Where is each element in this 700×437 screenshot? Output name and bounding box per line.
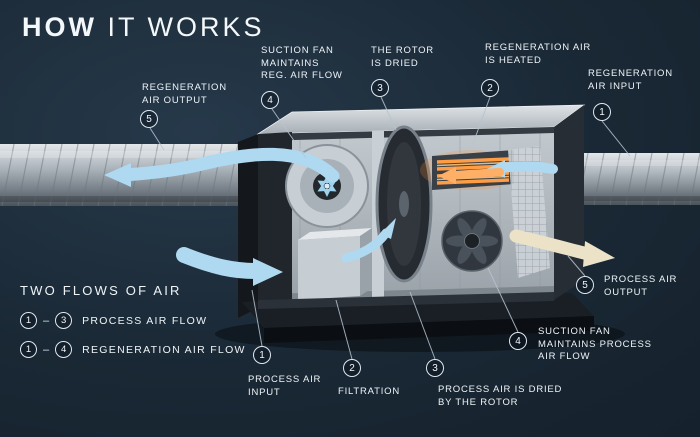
legend-dash: – — [43, 314, 50, 327]
callout-label-suction-fan-reg: SUCTION FAN MAINTAINS REG. AIR FLOW — [261, 45, 343, 81]
legend-row-process-flow: 1 – 3 PROCESS AIR FLOW — [20, 312, 246, 329]
filter-box-graphic — [298, 228, 372, 300]
heater-flow-arrow — [438, 167, 504, 184]
process-input-arrow — [176, 247, 283, 286]
callout-label-regen-heated: REGENERATION AIR IS HEATED — [485, 42, 592, 66]
legend-badge-start: 1 — [20, 341, 37, 358]
callout-label-regen-output: REGENERATION AIR OUTPUT — [142, 82, 227, 106]
step-badge-regen-output: 5 — [140, 110, 158, 128]
title-rest: IT WORKS — [96, 12, 265, 42]
page-title: HOW IT WORKS — [22, 12, 265, 43]
step-badge-regen-heated: 2 — [481, 79, 499, 97]
rotor-graphic — [375, 125, 433, 283]
airflow-arrows — [104, 147, 615, 286]
legend-badge-end: 4 — [55, 341, 73, 358]
front-bottom-band — [258, 292, 554, 309]
callout-label-filtration: FILTRATION — [338, 386, 401, 397]
process-output-arrow — [509, 229, 615, 267]
legend: TWO FLOWS OF AIR 1 – 3 PROCESS AIR FLOW … — [20, 283, 246, 358]
legend-dash: – — [43, 343, 50, 356]
callout-label-regen-input: REGENERATION AIR INPUT — [588, 68, 673, 92]
legend-label-regeneration: REGENERATION AIR FLOW — [82, 343, 246, 356]
step-badge-process-input: 1 — [253, 346, 271, 364]
step-badge-rotor-dried: 3 — [371, 79, 389, 97]
leader-lines — [149, 96, 631, 360]
process-fan-graphic — [441, 210, 503, 272]
callout-label-suction-fan-process: SUCTION FAN MAINTAINS PROCESS AIR FLOW — [538, 326, 652, 362]
legend-badge-start: 1 — [20, 312, 37, 329]
callout-label-rotor-dried: THE ROTOR IS DRIED — [371, 45, 434, 69]
callout-label-process-output: PROCESS AIR OUTPUT — [604, 274, 678, 298]
title-bold: HOW — [22, 12, 97, 42]
callout-label-process-input: PROCESS AIR INPUT — [248, 374, 322, 398]
step-badge-filtration: 2 — [343, 359, 361, 377]
callout-label-process-dried: PROCESS AIR IS DRIED BY THE ROTOR — [438, 384, 563, 408]
step-badge-process-output: 5 — [576, 276, 594, 294]
step-badge-regen-input: 1 — [593, 103, 611, 121]
legend-badge-end: 3 — [55, 312, 73, 329]
rotor-feed-arrow — [341, 218, 396, 263]
step-badge-suction-fan-reg: 4 — [261, 91, 279, 109]
step-badge-suction-fan-process: 4 — [509, 332, 527, 350]
legend-label-process: PROCESS AIR FLOW — [82, 314, 208, 327]
legend-heading: TWO FLOWS OF AIR — [20, 283, 182, 298]
legend-row-regeneration-flow: 1 – 4 REGENERATION AIR FLOW — [20, 341, 246, 358]
regen-output-arrow — [104, 147, 340, 187]
step-badge-process-dried: 3 — [426, 359, 444, 377]
